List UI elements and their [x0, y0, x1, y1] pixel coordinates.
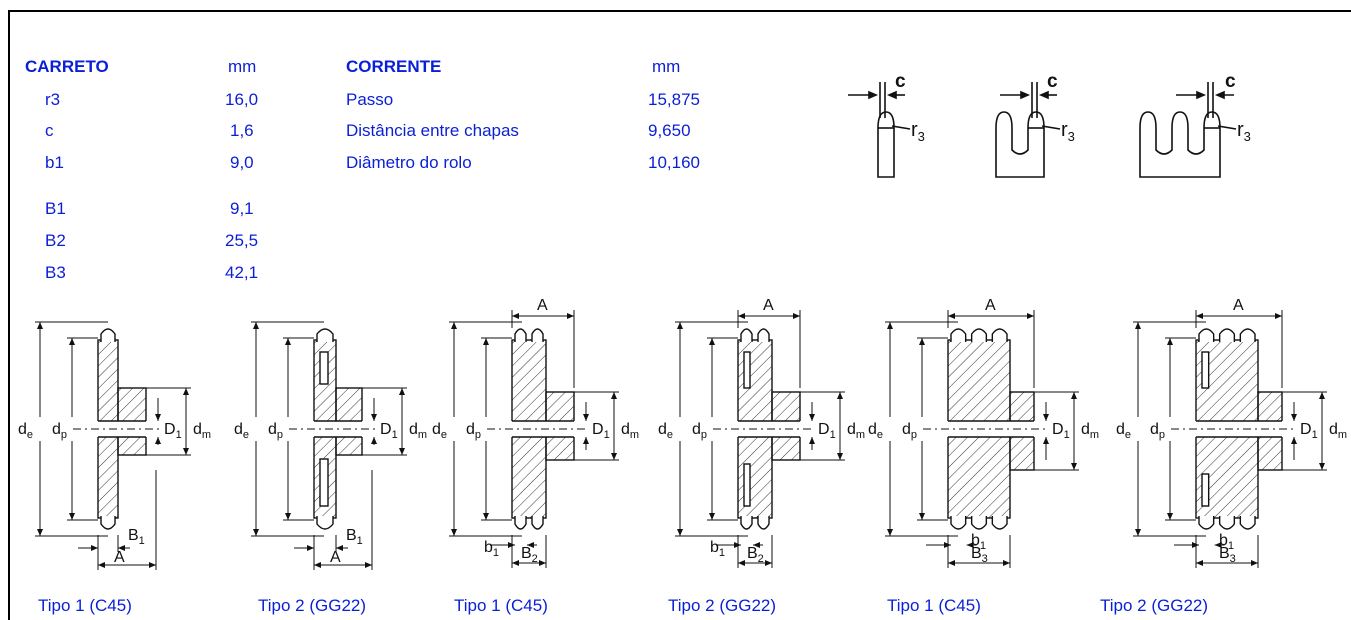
dim-A-3: A [537, 297, 548, 314]
carreto-value-B2: 25,5 [225, 231, 259, 250]
tooth-c-label-1: c [895, 71, 906, 92]
carreto-value-c: 1,6 [230, 121, 254, 140]
dim-dm-2: dm [409, 421, 427, 441]
dim-dp-4: dp [692, 421, 707, 441]
dim-dm-3: dm [621, 421, 639, 441]
dim-A-2: A [330, 549, 341, 566]
caption-6: Tipo 2 (GG22) [1100, 596, 1209, 615]
carreto-label-c: c [45, 121, 54, 140]
carreto-label-B3: B3 [45, 263, 66, 282]
dim-dp-5: dp [902, 421, 917, 441]
dim-B-4: B2 [747, 545, 764, 565]
dim-de-6: de [1116, 421, 1131, 441]
dim-D1-5: D1 [1052, 421, 1070, 441]
dim-dm-1: dm [193, 421, 211, 441]
dim-A-6: A [1233, 297, 1244, 314]
dim-b1-3: b1 [484, 539, 499, 559]
dim-dp-3: dp [466, 421, 481, 441]
dim-A-5: A [985, 297, 996, 314]
caption-4: Tipo 2 (GG22) [668, 596, 777, 615]
carreto-value-b1: 9,0 [230, 153, 254, 172]
caption-5: Tipo 1 (C45) [887, 596, 981, 615]
dim-D1-1: D1 [164, 421, 182, 441]
dim-de-4: de [658, 421, 673, 441]
carreto-title: CARRETO [25, 57, 109, 76]
dim-de-2: de [234, 421, 249, 441]
tooth-r3-label-2: r3 [1061, 119, 1075, 144]
carreto-label-B1: B1 [45, 199, 66, 218]
page-frame [8, 10, 1351, 620]
dim-dp-2: dp [268, 421, 283, 441]
dim-dm-5: dm [1081, 421, 1099, 441]
dim-dp-6: dp [1150, 421, 1165, 441]
corrente-value-distancia: 9,650 [648, 121, 691, 140]
carreto-label-b1: b1 [45, 153, 64, 172]
dim-D1-2: D1 [380, 421, 398, 441]
caption-1: Tipo 1 (C45) [38, 596, 132, 615]
dim-de-3: de [432, 421, 447, 441]
tooth-r3-label-1: r3 [911, 119, 925, 144]
carreto-label-r3: r3 [45, 90, 61, 109]
tooth-r3-label-3: r3 [1237, 119, 1251, 144]
dim-B-5: B3 [971, 545, 988, 565]
dim-b1-6: b1 [1219, 532, 1234, 552]
corrente-unit: mm [652, 57, 681, 76]
dim-de-5: de [868, 421, 883, 441]
dim-A-1: A [114, 549, 125, 566]
tooth-c-label-3: c [1225, 71, 1236, 92]
caption-3: Tipo 1 (C45) [454, 596, 548, 615]
carreto-value-B1: 9,1 [230, 199, 254, 218]
corrente-label-distancia: Distância entre chapas [346, 121, 519, 140]
dim-B-3: B2 [521, 545, 538, 565]
dim-dp-1: dp [52, 421, 67, 441]
dim-B-6: B3 [1219, 545, 1236, 565]
dim-B-1: B1 [128, 527, 145, 547]
dim-D1-4: D1 [818, 421, 836, 441]
corrente-label-diametro: Diâmetro do rolo [346, 153, 472, 172]
corrente-value-diametro: 10,160 [648, 153, 700, 172]
tooth-c-label-2: c [1047, 71, 1058, 92]
dim-dm-6: dm [1329, 421, 1347, 441]
dim-b1-4: b1 [710, 539, 725, 559]
corrente-value-passo: 15,875 [648, 90, 700, 109]
corrente-label-passo: Passo [346, 90, 394, 109]
dim-b1-5: b1 [971, 532, 986, 552]
dim-dm-4: dm [847, 421, 865, 441]
carreto-value-r3: 16,0 [225, 90, 259, 109]
dim-A-4: A [763, 297, 774, 314]
carreto-unit: mm [228, 57, 257, 76]
dim-de-1: de [18, 421, 33, 441]
dim-D1-3: D1 [592, 421, 610, 441]
dim-D1-6: D1 [1300, 421, 1318, 441]
carreto-label-B2: B2 [45, 231, 66, 250]
caption-2: Tipo 2 (GG22) [258, 596, 367, 615]
carreto-value-B3: 42,1 [225, 263, 259, 282]
dim-B-2: B1 [346, 527, 363, 547]
corrente-title: CORRENTE [346, 57, 442, 76]
